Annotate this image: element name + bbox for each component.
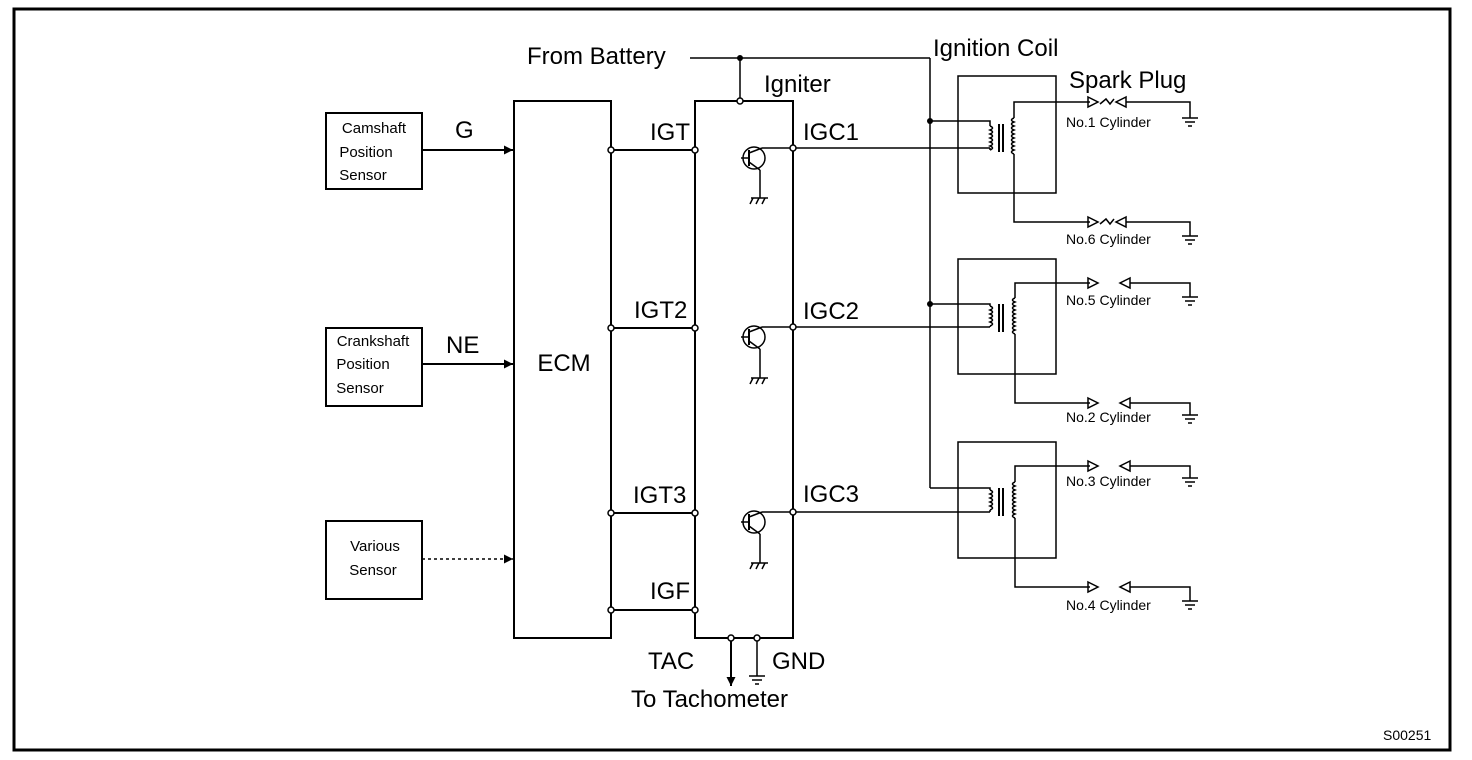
- camshaft-sensor-line2: Position: [339, 144, 392, 161]
- spark-plug-4: [1087, 580, 1198, 610]
- transistor-1: [741, 146, 793, 205]
- diagram-id-code: S00251: [1383, 727, 1431, 743]
- camshaft-sensor-line3: Sensor: [339, 167, 387, 184]
- igniter-power-terminal: [736, 97, 744, 105]
- crankshaft-sensor-line1: Crankshaft: [337, 333, 410, 350]
- cylinder-5-label: No.5 Cylinder: [1066, 292, 1151, 308]
- spark-plug-3: [1087, 459, 1198, 487]
- cylinder-2-label: No.2 Cylinder: [1066, 409, 1151, 425]
- spark-plug-label: Spark Plug: [1069, 67, 1186, 94]
- igt3-label: IGT3: [633, 482, 686, 509]
- ecm-box: [513, 100, 612, 639]
- ignition-coil-3: [930, 441, 1090, 588]
- spark-plug-1: [1087, 95, 1198, 127]
- gnd-symbol: [749, 634, 765, 685]
- cylinder-6-label: No.6 Cylinder: [1066, 231, 1151, 247]
- gnd-label: GND: [772, 648, 825, 675]
- transistor-2: [741, 325, 793, 385]
- camshaft-sensor-box: [325, 112, 423, 190]
- cylinder-4-label: No.4 Cylinder: [1066, 597, 1151, 613]
- battery-junction: [737, 55, 743, 61]
- transistor-3: [741, 510, 793, 570]
- battery-label: From Battery: [527, 43, 666, 70]
- igniter-box: [694, 100, 794, 639]
- tac-label: TAC: [648, 648, 694, 675]
- tac-terminal: [727, 634, 735, 642]
- various-sensor-line1: Various: [350, 538, 400, 555]
- ecm-igniter-terminals: [607, 146, 699, 614]
- various-sensor-line2: Sensor: [349, 562, 397, 579]
- ignition-coil-label: Ignition Coil: [933, 35, 1058, 62]
- igniter-label: Igniter: [764, 71, 831, 98]
- crankshaft-sensor-line2: Position: [336, 356, 389, 373]
- camshaft-sensor-line1: Camshaft: [342, 120, 407, 137]
- igc1-label: IGC1: [803, 119, 859, 146]
- cylinder-1-label: No.1 Cylinder: [1066, 114, 1151, 130]
- crankshaft-sensor-box: [325, 327, 423, 407]
- igf-label: IGF: [650, 578, 690, 605]
- spark-plug-6: [1087, 215, 1198, 245]
- igt-label: IGT: [650, 119, 690, 146]
- igc2-label: IGC2: [803, 298, 859, 325]
- crankshaft-sensor-line3: Sensor: [336, 380, 384, 397]
- ignition-coil-1: [930, 75, 1090, 223]
- igc3-label: IGC3: [803, 481, 859, 508]
- ecm-label: ECM: [537, 350, 590, 377]
- spark-plug-5: [1087, 276, 1198, 306]
- g-signal-label: G: [455, 117, 474, 144]
- diagram-frame: [12, 7, 1452, 752]
- ne-signal-label: NE: [446, 332, 479, 359]
- spark-plug-2: [1087, 396, 1198, 424]
- various-sensor-box: [325, 520, 423, 600]
- cylinder-3-label: No.3 Cylinder: [1066, 473, 1151, 489]
- igniter-output-terminals: [789, 144, 797, 516]
- tachometer-label: To Tachometer: [631, 686, 788, 713]
- igt2-label: IGT2: [634, 297, 687, 324]
- ignition-coil-2: [930, 258, 1090, 404]
